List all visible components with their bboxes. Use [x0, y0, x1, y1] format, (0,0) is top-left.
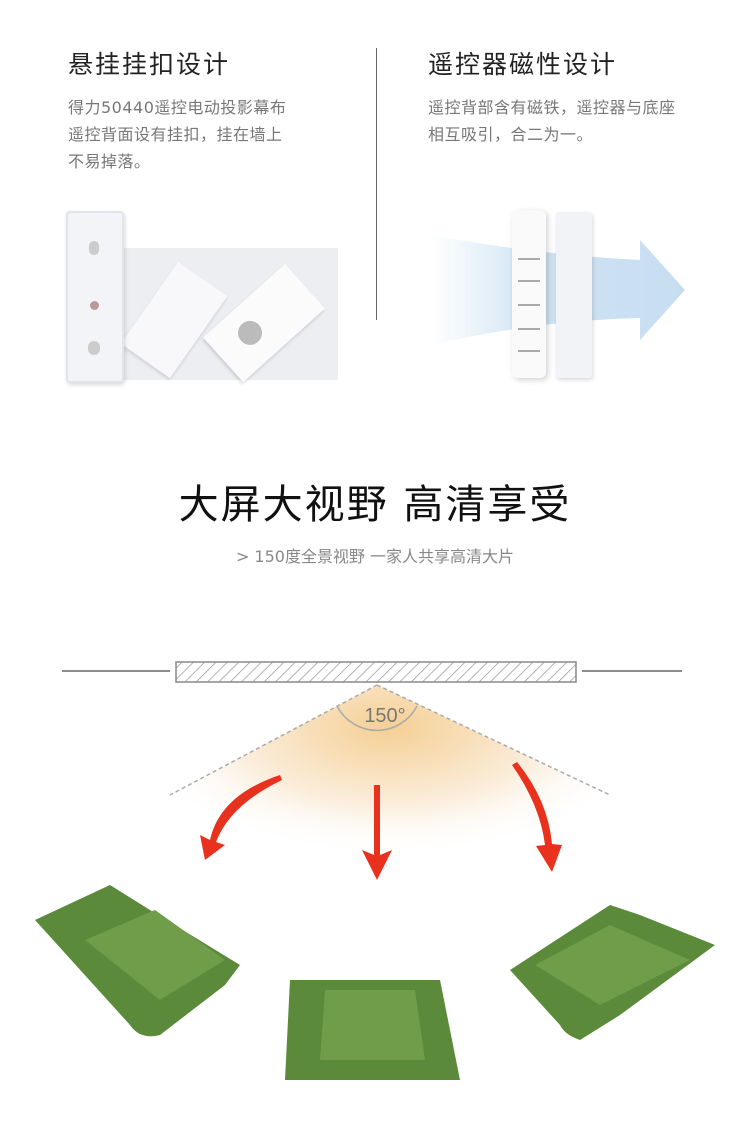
divider: [376, 48, 377, 320]
hero-subtitle: > 150度全景视野 一家人共享高清大片: [235, 547, 515, 566]
desc-line: 相互吸引，合二为一。: [428, 125, 594, 144]
hanging-hole-icon: [89, 241, 99, 255]
battery-icon: [233, 315, 267, 350]
remote-cover: [120, 261, 228, 379]
magnetic-design-description: 遥控背部含有磁铁，遥控器与底座 相互吸引，合二为一。: [428, 94, 676, 148]
hanging-hole-icon: [88, 341, 100, 355]
magnetic-design-title: 遥控器磁性设计: [428, 50, 618, 79]
angle-label: 150°: [364, 705, 405, 727]
desc-line: 遥控背部含有磁铁，遥控器与底座: [428, 98, 676, 117]
hero-title: 大屏大视野 高清享受: [178, 482, 572, 528]
remote-front-image: [512, 210, 546, 378]
angle-arc: [336, 705, 418, 732]
remote-base-image: [556, 212, 592, 378]
remote-open: [203, 263, 325, 383]
desc-line: 遥控背面设有挂扣，挂在墙上: [68, 125, 283, 144]
remote-photo: [120, 248, 338, 383]
desc-line: 得力50440遥控电动投影幕布: [68, 98, 287, 117]
desc-line: 不易掉落。: [68, 152, 151, 171]
hanging-design-description: 得力50440遥控电动投影幕布 遥控背面设有挂扣，挂在墙上 不易掉落。: [68, 94, 286, 175]
remote-back-image: [66, 211, 124, 383]
viewing-angle-diagram: 150°: [35, 661, 715, 1080]
red-arrow-icon: [200, 762, 562, 880]
projection-screen: [175, 661, 577, 683]
angle-line: [376, 684, 611, 796]
hanging-design-title: 悬挂挂扣设计: [68, 50, 231, 79]
light-cone: [170, 685, 610, 900]
magnet-icon: [90, 301, 99, 310]
